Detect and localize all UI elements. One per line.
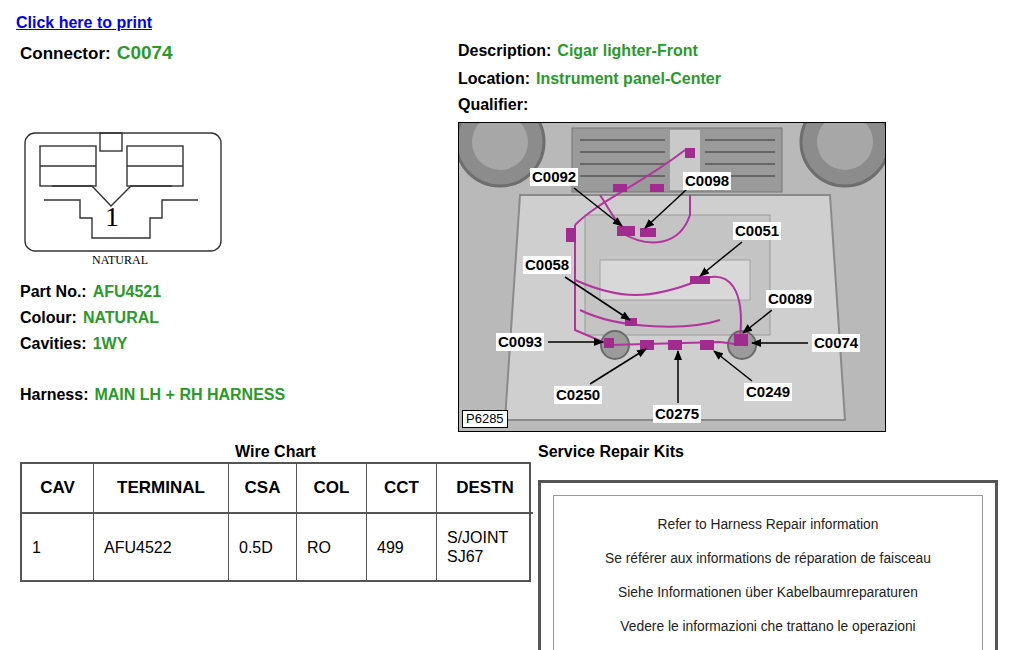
field-row: Part No.: AFU4521 [20, 283, 161, 301]
table-cell: RO [297, 514, 367, 580]
cell-text: 1 [32, 538, 41, 557]
callout-label: C0089 [766, 290, 814, 308]
header-text: CSA [245, 478, 281, 498]
repair-text: Vedere le informazioni che trattano le o… [554, 610, 982, 644]
cell-text: RO [307, 538, 331, 557]
field-key: Harness: [20, 386, 88, 403]
cavity-number: 1 [92, 202, 132, 232]
table-header: DESTN [437, 464, 533, 514]
field-value: NATURAL [83, 309, 159, 326]
field-row: Cavities: 1WY [20, 335, 127, 353]
callout-label: C0098 [683, 172, 731, 190]
header-text: DESTN [456, 478, 514, 498]
figure-number: P6285 [462, 410, 508, 428]
cell-text: 0.5D [239, 538, 273, 557]
field-value: Cigar lighter-Front [557, 42, 697, 59]
connector-face [25, 133, 221, 251]
table-cell: 0.5D [229, 514, 297, 580]
callout-label: C0074 [812, 334, 860, 352]
field-key: Location: [458, 70, 530, 87]
field-key: Part No.: [20, 283, 87, 300]
colour-note: NATURAL [70, 253, 170, 268]
callout-label: C0058 [523, 256, 571, 274]
table-header: COL [297, 464, 367, 514]
dashboard-photo [456, 98, 889, 432]
repair-text: Refer to Harness Repair information [554, 508, 982, 542]
table-header: CCT [367, 464, 437, 514]
table-header: CAV [22, 464, 94, 514]
field-row: Description: Cigar lighter-Front [458, 42, 698, 60]
print-link: Click here to print [16, 14, 152, 31]
callout-label: C0275 [653, 405, 701, 423]
callout-label: C0250 [554, 386, 602, 404]
field-key: Cavities: [20, 335, 87, 352]
callout-label: C0249 [744, 383, 792, 401]
field-row: Connector: C0074 [20, 42, 173, 64]
field-key: Colour: [20, 309, 77, 326]
repair-text: Se référer aux informations de réparatio… [554, 542, 982, 576]
table-cell: 1 [22, 514, 94, 580]
field-value: 1WY [93, 335, 128, 352]
table-cell: AFU4522 [94, 514, 229, 580]
field-key: Qualifier: [458, 96, 528, 113]
header-text: COL [314, 478, 350, 498]
field-row: Click here to print [16, 14, 152, 32]
table-header: TERMINAL [94, 464, 229, 514]
field-value: MAIN LH + RH HARNESS [94, 386, 285, 403]
callout-label: C0051 [733, 222, 781, 240]
field-row: Colour: NATURAL [20, 309, 159, 327]
table-cell: 499 [367, 514, 437, 580]
table-cell: S/JOINT SJ67 [437, 514, 533, 580]
repair-text: Siehe Informationen über Kabelbaumrepara… [554, 576, 982, 610]
field-row: Harness: MAIN LH + RH HARNESS [20, 386, 285, 404]
field-value: C0074 [117, 42, 173, 63]
wire-table: CAV 1 TERMINAL AFU4522 CSA 0.5D COL RO CCT 499 DES… [20, 462, 531, 582]
callout-label: C0092 [530, 168, 578, 186]
field-value: Instrument panel-Center [536, 70, 721, 87]
cell-text: AFU4522 [104, 538, 172, 557]
section-heading: Service Repair Kits [538, 443, 684, 461]
field-key: Connector: [20, 44, 111, 63]
field-row: Location: Instrument panel-Center [458, 70, 721, 88]
table-header: CSA [229, 464, 297, 514]
field-row: Qualifier: [458, 96, 528, 114]
header-text: CCT [384, 478, 419, 498]
callout-label: C0093 [496, 333, 544, 351]
field-key: Description: [458, 42, 551, 59]
header-text: CAV [40, 478, 75, 498]
repair-inner: Refer to Harness Repair informationSe ré… [553, 495, 983, 650]
repair-box: Service Repair KitsRefer to Harness Repa… [538, 480, 998, 650]
cell-text: S/JOINT SJ67 [447, 528, 533, 566]
table-title: Wire Chart [20, 443, 531, 461]
cell-text: 499 [377, 538, 404, 557]
header-text: TERMINAL [117, 478, 205, 498]
field-value: AFU4521 [93, 283, 161, 300]
